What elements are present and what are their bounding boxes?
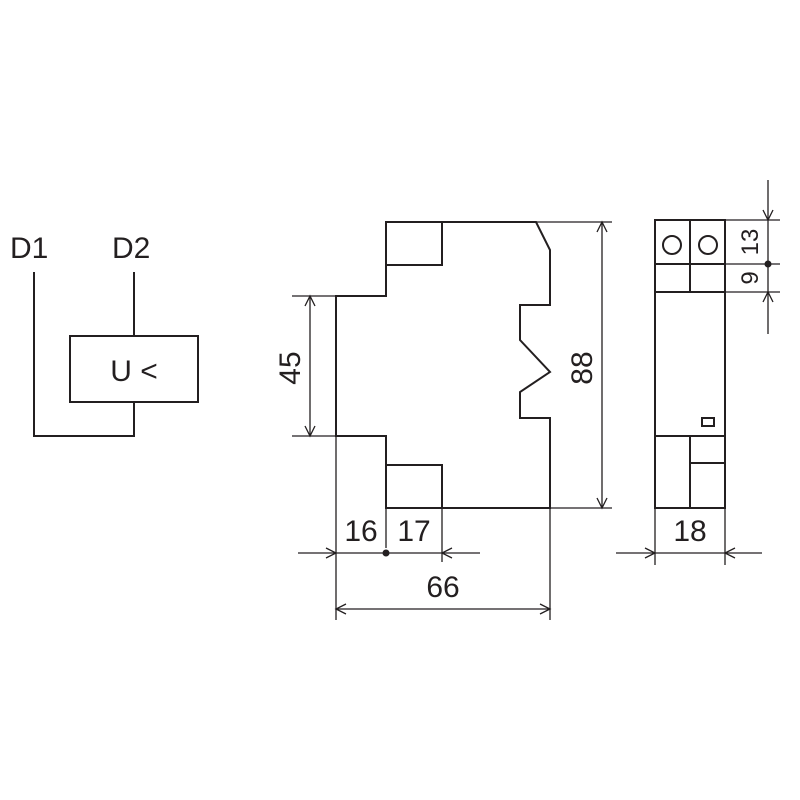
terminal-d2-label: D2 <box>112 232 150 265</box>
dim-18: 18 <box>616 508 762 565</box>
side-view: 13 9 18 <box>616 180 780 565</box>
dim-9-label: 9 <box>737 271 764 284</box>
terminal-d1-label: D1 <box>10 232 48 265</box>
schematic: D1 D2 U < <box>10 232 199 437</box>
screw-terminal-right-icon <box>698 235 718 255</box>
dim-16-17: 16 17 <box>298 515 480 559</box>
dim-13-label: 13 <box>737 229 764 256</box>
dim-16-label: 16 <box>344 515 377 548</box>
dim-45-label: 45 <box>274 351 307 384</box>
screw-terminal-left-icon <box>662 235 682 255</box>
undervoltage-relay-box <box>69 335 199 403</box>
relay-label: U < <box>110 355 158 388</box>
dim-13-9: 13 9 <box>725 180 780 334</box>
bottom-terminal-block <box>385 464 443 509</box>
indicator-window <box>701 417 715 427</box>
dim-66: 66 <box>334 571 552 615</box>
front-view: 45 88 16 17 66 <box>274 220 612 620</box>
d1-wire <box>33 272 135 437</box>
dim-88: 88 <box>536 220 612 510</box>
dim-17-label: 17 <box>397 515 430 548</box>
dim-45: 45 <box>274 294 336 438</box>
top-terminal-block <box>385 221 443 266</box>
dim-66-label: 66 <box>426 571 459 604</box>
dim-88-label: 88 <box>566 351 599 384</box>
dim-18-label: 18 <box>673 515 706 548</box>
